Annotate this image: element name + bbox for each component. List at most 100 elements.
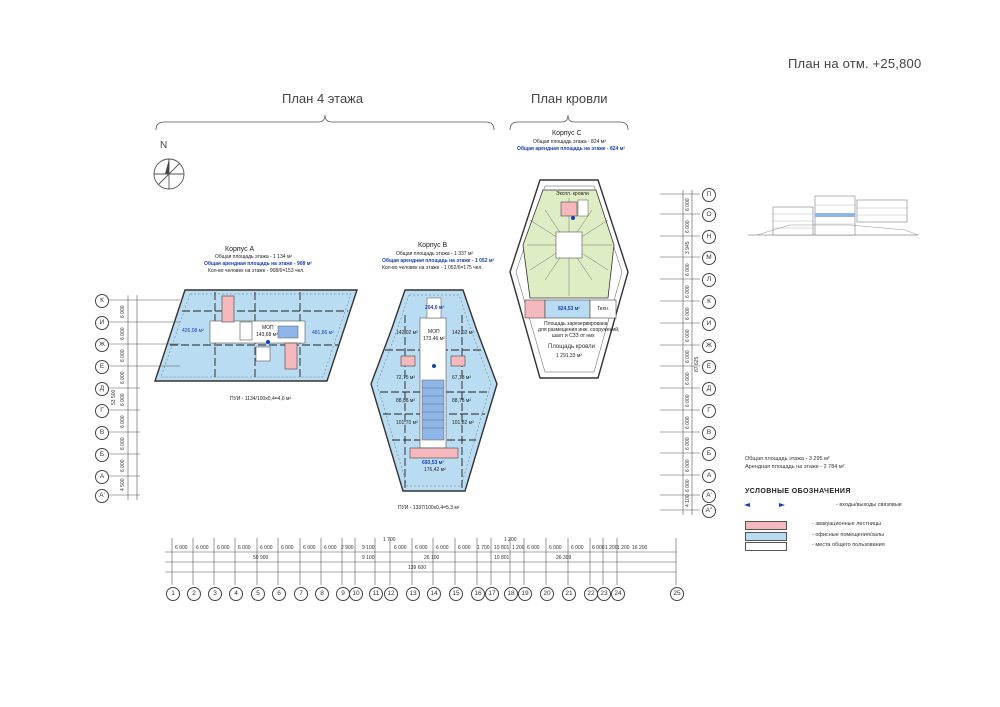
building-b-room-l1: 142,02 м² xyxy=(396,330,418,336)
row-dim-right-total: 87 625 xyxy=(694,356,700,372)
column-axis: 5 xyxy=(251,587,265,601)
column-dim-small: 1 200 xyxy=(617,545,630,551)
column-axis: 14 xyxy=(427,587,441,601)
row-dim-right: 6 000 xyxy=(685,220,691,233)
row-axis-left: Ж xyxy=(95,338,109,352)
column-axis: 12 xyxy=(384,587,398,601)
north-arrow-icon xyxy=(153,158,185,190)
column-axis: 15 xyxy=(449,587,463,601)
column-axis: 18 xyxy=(504,587,518,601)
column-axis: 6 xyxy=(272,587,286,601)
column-axis: 4 xyxy=(229,587,243,601)
column-dim-sub: 26 399 xyxy=(556,555,572,561)
row-dim-left: 6 000 xyxy=(120,349,126,362)
row-dim-right: 4 100 xyxy=(685,494,691,507)
row-axis-right: Н xyxy=(702,230,716,244)
column-dim: 2 900 xyxy=(341,545,354,551)
building-b-core-area: 173,46 м² xyxy=(423,336,445,342)
right-axis-lines xyxy=(660,190,700,515)
row-axis-left: В xyxy=(95,426,109,440)
column-dim: 6 000 xyxy=(196,545,209,551)
row-dim-left: 6 000 xyxy=(120,437,126,450)
building-c-note3: шахт и СЗЗ от них xyxy=(552,333,595,339)
building-a-room-right: 481,86 м² xyxy=(312,330,334,336)
building-c-total-area: Общая площадь этажа - 824 м² xyxy=(533,139,606,145)
row-axis-left: Д xyxy=(95,382,109,396)
building-b-plan xyxy=(370,289,498,492)
building-a-title: Корпус A xyxy=(225,246,255,253)
row-dim-left: 6 000 xyxy=(120,459,126,472)
column-dim: 1 700 xyxy=(477,545,490,551)
column-dim: 6 000 xyxy=(394,545,407,551)
building-c-room-area: 824,53 м² xyxy=(558,306,581,312)
column-dim: 1 200 xyxy=(512,545,525,551)
building-b-room-l3: 88,88 м² xyxy=(396,398,416,404)
column-axis: 9 xyxy=(336,587,350,601)
building-b-room-l2: 72,75 м² xyxy=(396,375,416,381)
column-dim: 9 100 xyxy=(362,545,375,551)
building-a-core-label: МОП xyxy=(262,325,274,331)
legend-swatch-common xyxy=(745,542,787,551)
summary-rent-area: Арендная площадь на этаже - 2 784 м² xyxy=(745,464,845,470)
building-b-people: Кол-во человек на этаже - 1 052/6=175 че… xyxy=(382,265,483,271)
building-a-rent-area: Общая арендная площадь на этаже - 908 м² xyxy=(204,261,313,267)
row-dim-right: 3 945 xyxy=(685,241,691,254)
legend-entrance-label: - входы/выходы связовые xyxy=(836,502,902,508)
building-c-roof-top: Экспл. кровли xyxy=(556,191,589,197)
row-dim-right: 6 000 xyxy=(685,394,691,407)
building-c-note1: Площадь зарезервирована xyxy=(544,321,608,327)
building-b-room-b2: 176,42 м² xyxy=(424,467,446,473)
building-c-note2: для размещения инж. сооружений, xyxy=(538,327,620,333)
column-dim-total: 139 600 xyxy=(408,565,427,571)
row-dim-left: 4 500 xyxy=(120,478,126,491)
row-dim-right: 6 000 xyxy=(685,372,691,385)
building-b-core-label: МОП xyxy=(428,329,440,335)
column-dim-small: 1 700 xyxy=(383,537,396,543)
building-c-tech: Техн. xyxy=(597,306,610,312)
legend-offices-label: - офисные помещения/залы xyxy=(812,532,885,538)
column-dim-small: 1 200 xyxy=(504,537,517,543)
row-axis-left: Б xyxy=(95,448,109,462)
section-title-floor4: План 4 этажа xyxy=(282,91,364,106)
column-axis: 10 xyxy=(349,587,363,601)
left-axis-lines xyxy=(109,295,180,500)
building-b-title: Корпус B xyxy=(418,242,448,249)
building-b-room-b1: 693,53 м² xyxy=(422,460,445,466)
column-axis: 16 xyxy=(471,587,485,601)
row-axis-left: И xyxy=(95,316,109,330)
column-dim: 16 200 xyxy=(632,545,648,551)
elevation-thumbnail xyxy=(748,195,919,236)
row-axis-right: К xyxy=(702,295,716,309)
column-dim: 1 200 xyxy=(605,545,618,551)
row-dim-right: 6 000 xyxy=(685,307,691,320)
row-dim-left: 6 000 xyxy=(120,393,126,406)
building-a-formula: ПУИ - 1134/100х0,4=4,6 м² xyxy=(230,396,292,402)
column-axis: 23 xyxy=(597,587,611,601)
row-axis-left: А' xyxy=(95,489,109,503)
building-b-room-r3: 88,78 м² xyxy=(452,398,472,404)
row-axis-right: П xyxy=(702,188,716,202)
row-axis-left: Г xyxy=(95,404,109,418)
column-axis: 20 xyxy=(540,587,554,601)
row-axis-left: А xyxy=(95,470,109,484)
column-axis: 25 xyxy=(670,587,684,601)
row-dim-right: 6 000 xyxy=(685,263,691,276)
column-dim-sub: 9 100 xyxy=(362,555,375,561)
column-axis: 24 xyxy=(611,587,625,601)
row-dim-right: 6 000 xyxy=(685,479,691,492)
row-axis-right: А'' xyxy=(702,504,716,518)
row-dim-left: 6 000 xyxy=(120,415,126,428)
building-a-people: Кол-во человек на этаже - 908/6=153 чел. xyxy=(208,268,305,274)
row-axis-right: М xyxy=(702,251,716,265)
building-a-core-area: 143,68 м² xyxy=(256,332,278,338)
row-dim-right: 6 000 xyxy=(685,437,691,450)
building-b-formula: ПУИ - 1337/100х0,4=5,3 м² xyxy=(398,505,460,511)
column-dim: 6 000 xyxy=(592,545,605,551)
column-dim: 6 000 xyxy=(260,545,273,551)
building-b-room-r4: 101,82 м² xyxy=(452,420,474,426)
column-axis: 8 xyxy=(315,587,329,601)
row-dim-left: 6 000 xyxy=(120,327,126,340)
building-a-plan xyxy=(154,289,358,382)
column-axis: 3 xyxy=(208,587,222,601)
